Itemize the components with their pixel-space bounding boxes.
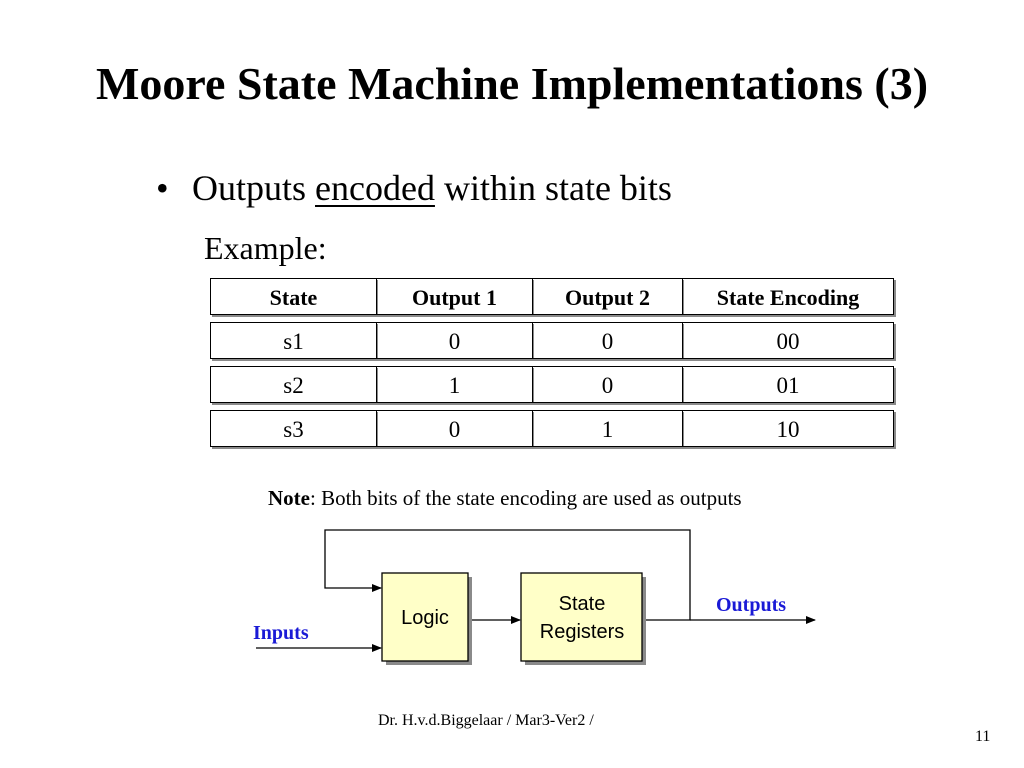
- table-header-cell: State Encoding: [682, 278, 894, 315]
- table-cell: 01: [682, 366, 894, 403]
- logic-label: Logic: [401, 607, 449, 629]
- table-row: s1 0 0 00: [210, 322, 896, 363]
- table-row: s2 1 0 01: [210, 366, 896, 407]
- bullet-point: • Outputs encoded within state bits: [156, 166, 672, 210]
- table-cell: 00: [682, 322, 894, 359]
- bullet-text-prefix: Outputs: [192, 168, 307, 208]
- example-label: Example:: [204, 230, 327, 266]
- table-cell: s1: [210, 322, 376, 359]
- table-header-cell: Output 1: [376, 278, 532, 315]
- table-cell: 0: [376, 410, 532, 447]
- slide-title: Moore State Machine Implementations (3): [95, 58, 929, 109]
- page-number: 11: [975, 728, 991, 745]
- registers-label-line1: State: [559, 593, 606, 615]
- table-cell: 0: [532, 322, 682, 359]
- state-registers-block: State Registers: [520, 572, 646, 665]
- table-header-cell: State: [210, 278, 376, 315]
- outputs-label: Outputs: [716, 594, 786, 616]
- table-cell: s3: [210, 410, 376, 447]
- note-body: : Both bits of the state encoding are us…: [309, 486, 742, 510]
- table-cell: 1: [532, 410, 682, 447]
- bullet-text-suffix: within state bits: [443, 168, 672, 208]
- table-row: s3 0 1 10: [210, 410, 896, 451]
- table-header-row: State Output 1 Output 2 State Encoding: [210, 278, 896, 319]
- table-cell: 1: [376, 366, 532, 403]
- inputs-label: Inputs: [253, 622, 309, 644]
- table-cell: 0: [376, 322, 532, 359]
- note-text: Note: Both bits of the state encoding ar…: [268, 485, 742, 511]
- note-label: Note: [268, 486, 310, 510]
- state-encoding-table: State Output 1 Output 2 State Encoding s…: [210, 278, 896, 454]
- feedback-wire: [324, 529, 691, 621]
- table-cell: s2: [210, 366, 376, 403]
- logic-block: Logic: [381, 572, 472, 665]
- table-cell: 0: [532, 366, 682, 403]
- bullet-marker: •: [156, 168, 169, 208]
- footer-author: Dr. H.v.d.Biggelaar / Mar3-Ver2 /: [378, 712, 594, 729]
- table-cell: 10: [682, 410, 894, 447]
- table-header-cell: Output 2: [532, 278, 682, 315]
- bullet-text-emphasis: encoded: [315, 168, 435, 208]
- registers-label-line2: Registers: [540, 621, 624, 643]
